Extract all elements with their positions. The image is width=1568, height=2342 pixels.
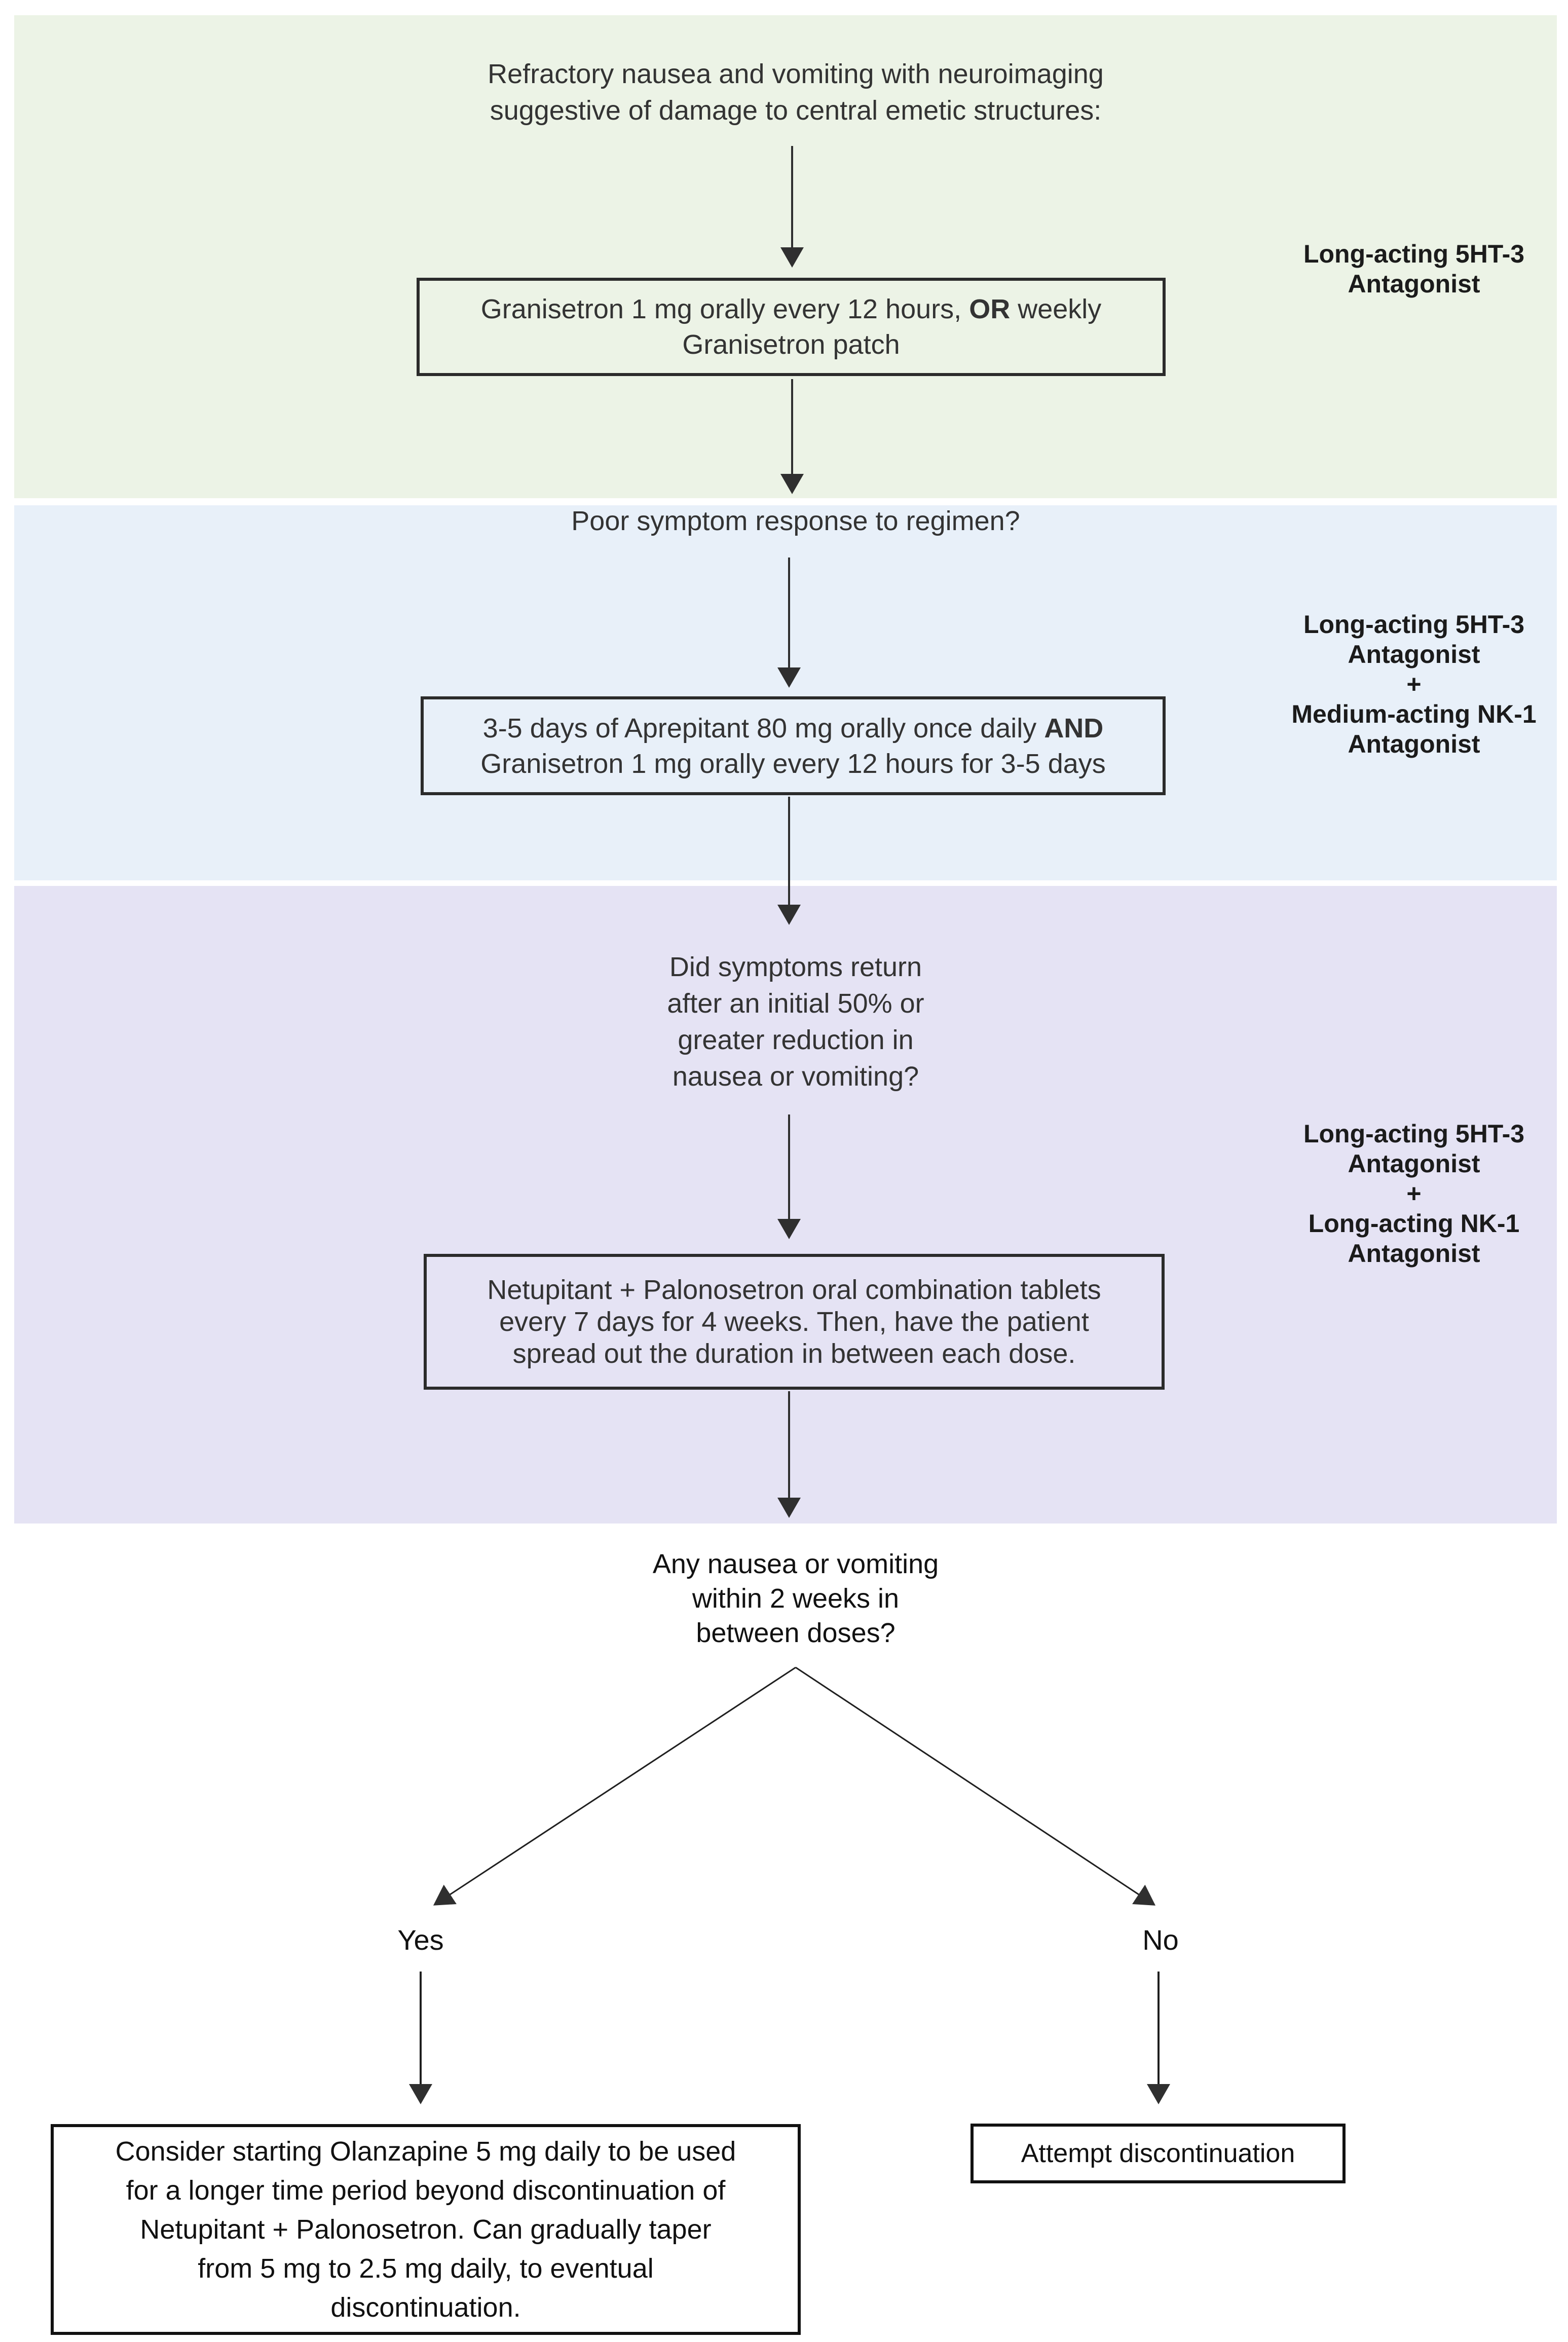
text-line: within 2 weeks in [692,1583,900,1614]
text-line: Antagonist [1348,1239,1480,1268]
attempt-discontinuation-box: Attempt discontinuation [970,2124,1346,2183]
text-line: Antagonist [1348,270,1480,298]
side-label-5ht3-nk1-medium: Long-acting 5HT-3 Antagonist + Medium-ac… [1252,610,1568,759]
aprepitant-box: 3-5 days of Aprepitant 80 mg orally once… [421,696,1166,795]
text-line: after an initial 50% or [667,988,924,1019]
text-line: Antagonist [1348,1149,1480,1178]
decision-question: Any nausea or vomiting within 2 weeks in… [542,1547,1049,1650]
arrow-diagonal-no-icon [795,1666,1156,1906]
text-line: for a longer time period beyond disconti… [126,2175,726,2206]
answer-no: No [1142,1924,1179,1956]
text-line: greater reduction in [678,1025,914,1055]
third-question: Did symptoms return after an initial 50%… [542,949,1049,1095]
text-line: Granisetron 1 mg orally every 12 hours, … [420,291,1163,327]
text-line: spread out the duration in between each … [512,1338,1076,1369]
text-line: Poor symptom response to regimen? [571,506,1020,536]
stage-band-third [14,886,1557,1523]
text-line: Long-acting 5HT-3 [1303,610,1525,639]
stage-band-second [14,505,1557,880]
arrow-diagonal-yes-icon [433,1666,796,1906]
text-line: discontinuation. [330,2292,521,2323]
netupitant-box: Netupitant + Palonosetron oral combinati… [424,1254,1165,1390]
text-line: Antagonist [1348,640,1480,668]
box-text: Granisetron 1 mg orally every 12 hours, [480,294,969,324]
text-line: Granisetron patch [682,329,900,360]
text-line: Any nausea or vomiting [652,1549,939,1579]
text-line: + [1406,670,1422,698]
text-line: + [1406,1179,1422,1208]
text-line: Long-acting 5HT-3 [1303,1120,1525,1148]
text-line: Consider starting Olanzapine 5 mg daily … [115,2136,736,2167]
second-question: Poor symptom response to regimen? [314,503,1277,539]
text-line: Netupitant + Palonosetron oral combinati… [487,1274,1101,1305]
text-line: between doses? [696,1618,895,1648]
text-line: Granisetron 1 mg orally every 12 hours f… [480,748,1106,779]
text-line: every 7 days for 4 weeks. Then, have the… [499,1306,1089,1337]
text-line: Refractory nausea and vomiting with neur… [488,59,1104,89]
box-text-bold: AND [1044,713,1104,744]
granisetron-box: Granisetron 1 mg orally every 12 hours, … [417,278,1166,376]
text-line: Attempt discontinuation [1021,2139,1295,2168]
answer-yes: Yes [397,1924,444,1956]
box-text: weekly [1010,294,1102,324]
side-label-5ht3-nk1-long: Long-acting 5HT-3 Antagonist + Long-acti… [1252,1119,1568,1269]
text-line: Netupitant + Palonosetron. Can gradually… [140,2214,712,2245]
box-text: 3-5 days of Aprepitant 80 mg orally once… [482,713,1044,744]
text-line: from 5 mg to 2.5 mg daily, to eventual [198,2253,654,2284]
text-line: Did symptoms return [669,952,922,982]
text-line: nausea or vomiting? [672,1061,919,1092]
text-line: suggestive of damage to central emetic s… [490,95,1102,126]
text-line: Antagonist [1348,730,1480,758]
box-text-bold: OR [969,294,1011,324]
text-line: Long-acting NK-1 [1308,1209,1520,1238]
text-line: Long-acting 5HT-3 [1303,240,1525,268]
side-label-5ht3: Long-acting 5HT-3 Antagonist [1252,239,1568,299]
text-line: Medium-acting NK-1 [1291,700,1537,728]
text-line: 3-5 days of Aprepitant 80 mg orally once… [424,711,1163,746]
initial-question: Refractory nausea and vomiting with neur… [314,56,1277,129]
olanzapine-box: Consider starting Olanzapine 5 mg daily … [51,2124,801,2335]
